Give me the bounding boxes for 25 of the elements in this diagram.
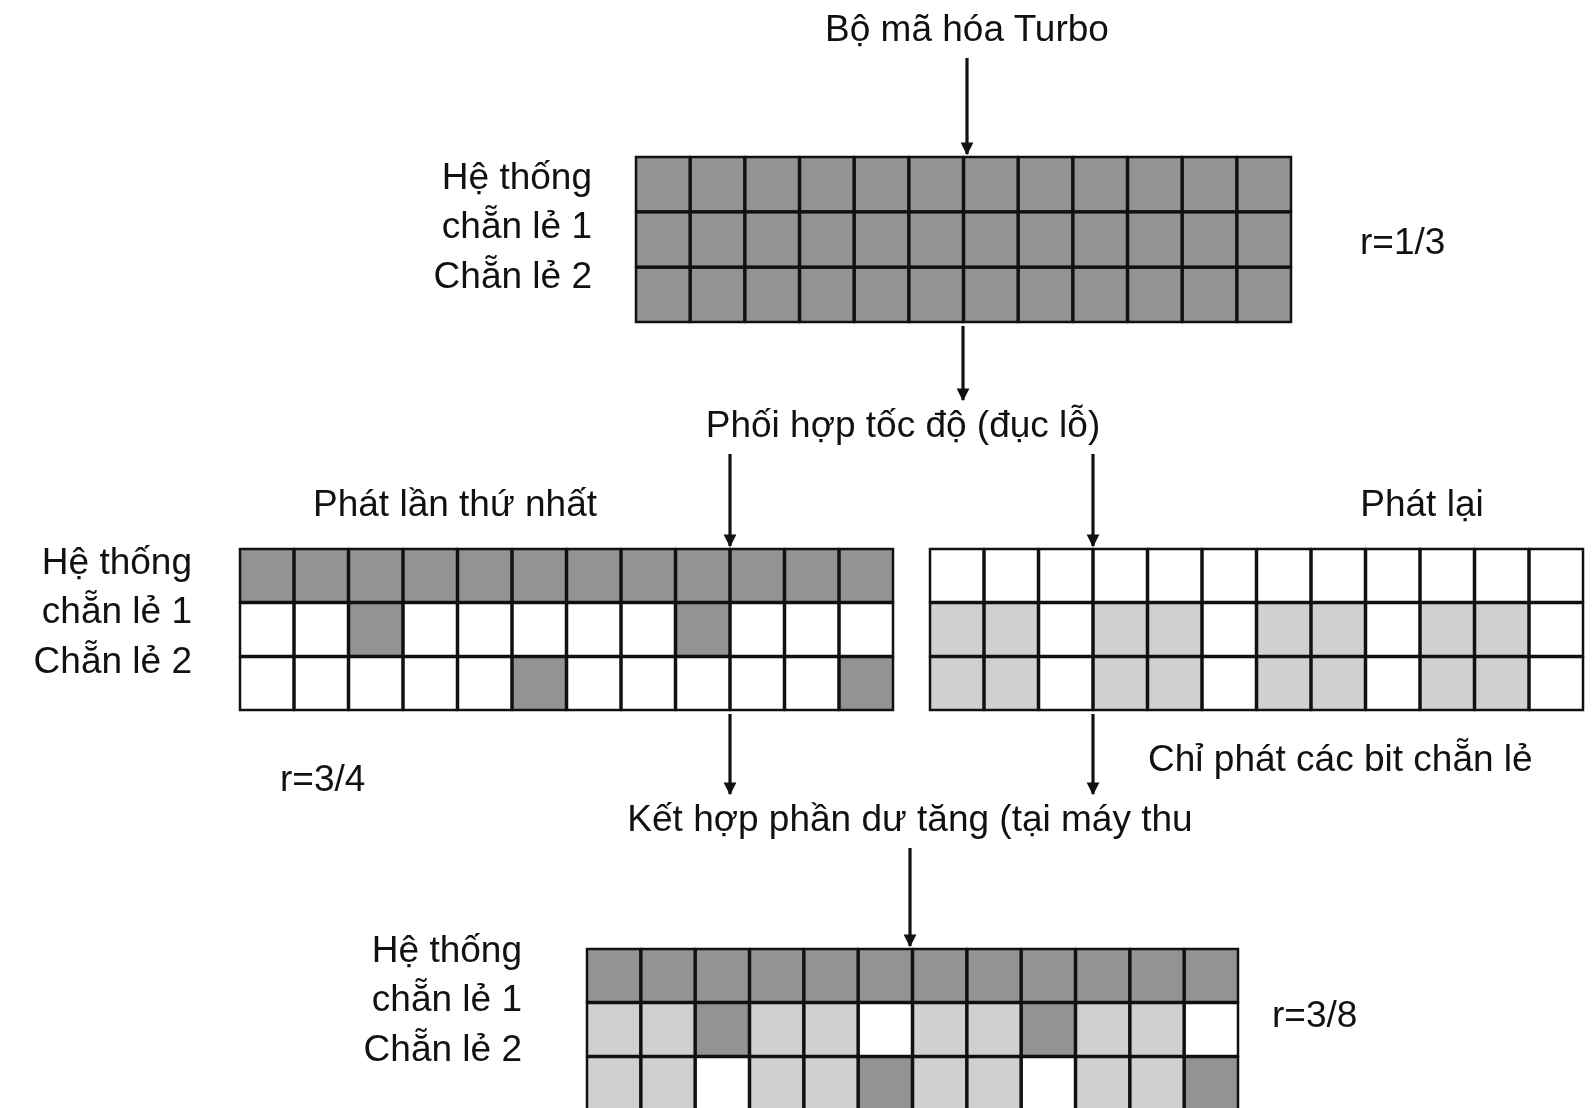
row-label: Phát lần thứ nhất xyxy=(313,482,597,526)
annotation-label: r=1/3 xyxy=(1360,220,1446,264)
row-label: Chẵn lẻ 2 xyxy=(33,639,192,683)
row-label: Hệ thống xyxy=(41,540,192,584)
arrow xyxy=(1086,454,1100,548)
annotation-label: r=3/8 xyxy=(1272,993,1358,1037)
step-label: Phối hợp tốc độ (đục lỗ) xyxy=(704,403,1102,447)
arrow xyxy=(956,326,970,402)
arrow xyxy=(1086,714,1100,796)
arrow xyxy=(960,58,974,156)
row-label: Hệ thống xyxy=(441,155,592,199)
step-label: Bộ mã hóa Turbo xyxy=(824,7,1110,51)
row-label: Hệ thống xyxy=(371,928,522,972)
arrow xyxy=(723,714,737,796)
row-label: chẵn lẻ 1 xyxy=(441,204,592,248)
annotation-label: Chỉ phát các bit chẵn lẻ xyxy=(1148,737,1533,781)
row-label: Chẵn lẻ 2 xyxy=(363,1027,522,1071)
row-label: Chẵn lẻ 2 xyxy=(433,254,592,298)
arrow xyxy=(903,848,917,948)
arrow xyxy=(723,454,737,548)
annotation-label: r=3/4 xyxy=(280,757,366,801)
row-label: chẵn lẻ 1 xyxy=(371,977,522,1021)
step-label: Kết hợp phần dư tăng (tại máy thu xyxy=(626,797,1194,841)
row-label: chẵn lẻ 1 xyxy=(41,589,192,633)
row-label: Phát lại xyxy=(1360,482,1484,526)
